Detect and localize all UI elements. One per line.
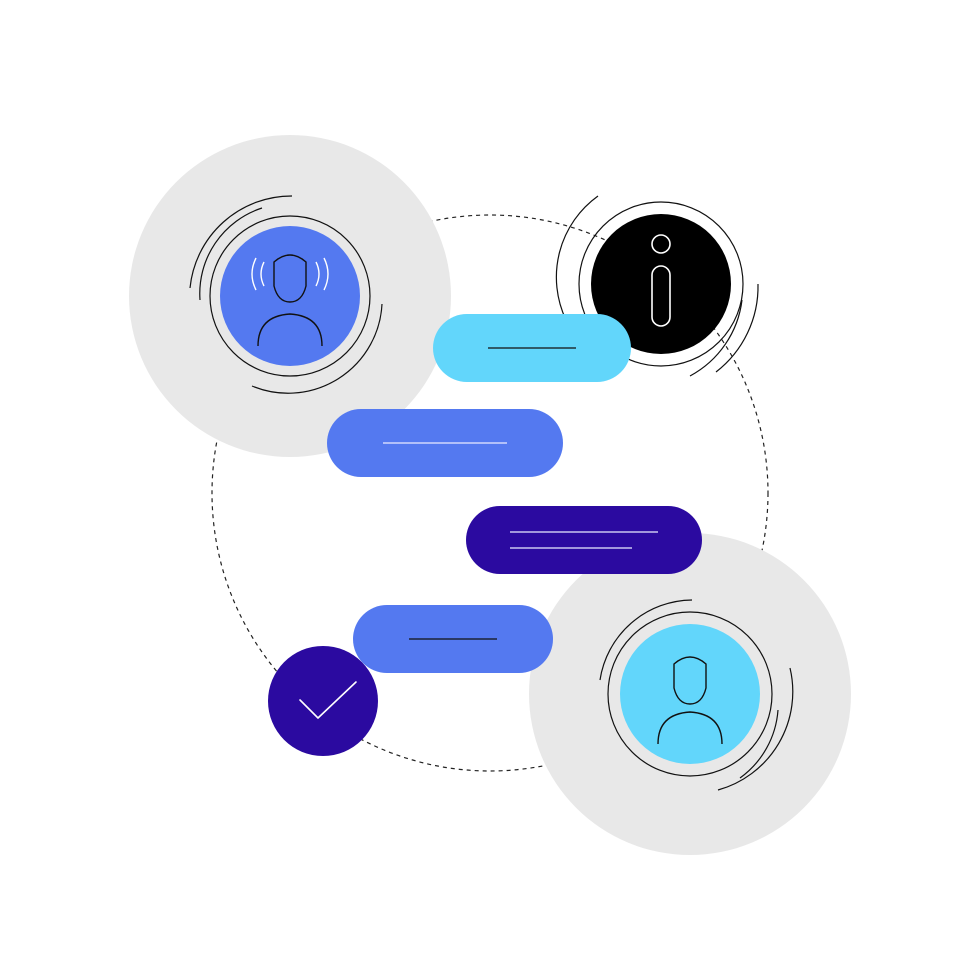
sound-waves-icon: [251, 257, 329, 291]
message-bubble-1[interactable]: [433, 314, 631, 382]
info-badge[interactable]: [555, 195, 759, 377]
user1-avatar[interactable]: [189, 195, 383, 394]
message-bubble-4[interactable]: [353, 605, 553, 673]
check-icon: [299, 681, 357, 719]
info-icon: [651, 234, 671, 327]
user-avatar-icon: [257, 254, 323, 347]
check-badge[interactable]: [268, 646, 378, 756]
dashed-orbit-ring: [211, 214, 769, 772]
message-bubble-2[interactable]: [327, 409, 563, 477]
message-bubble-3[interactable]: [466, 506, 702, 574]
user2-avatar[interactable]: [599, 599, 794, 791]
user-avatar-icon: [657, 656, 723, 745]
